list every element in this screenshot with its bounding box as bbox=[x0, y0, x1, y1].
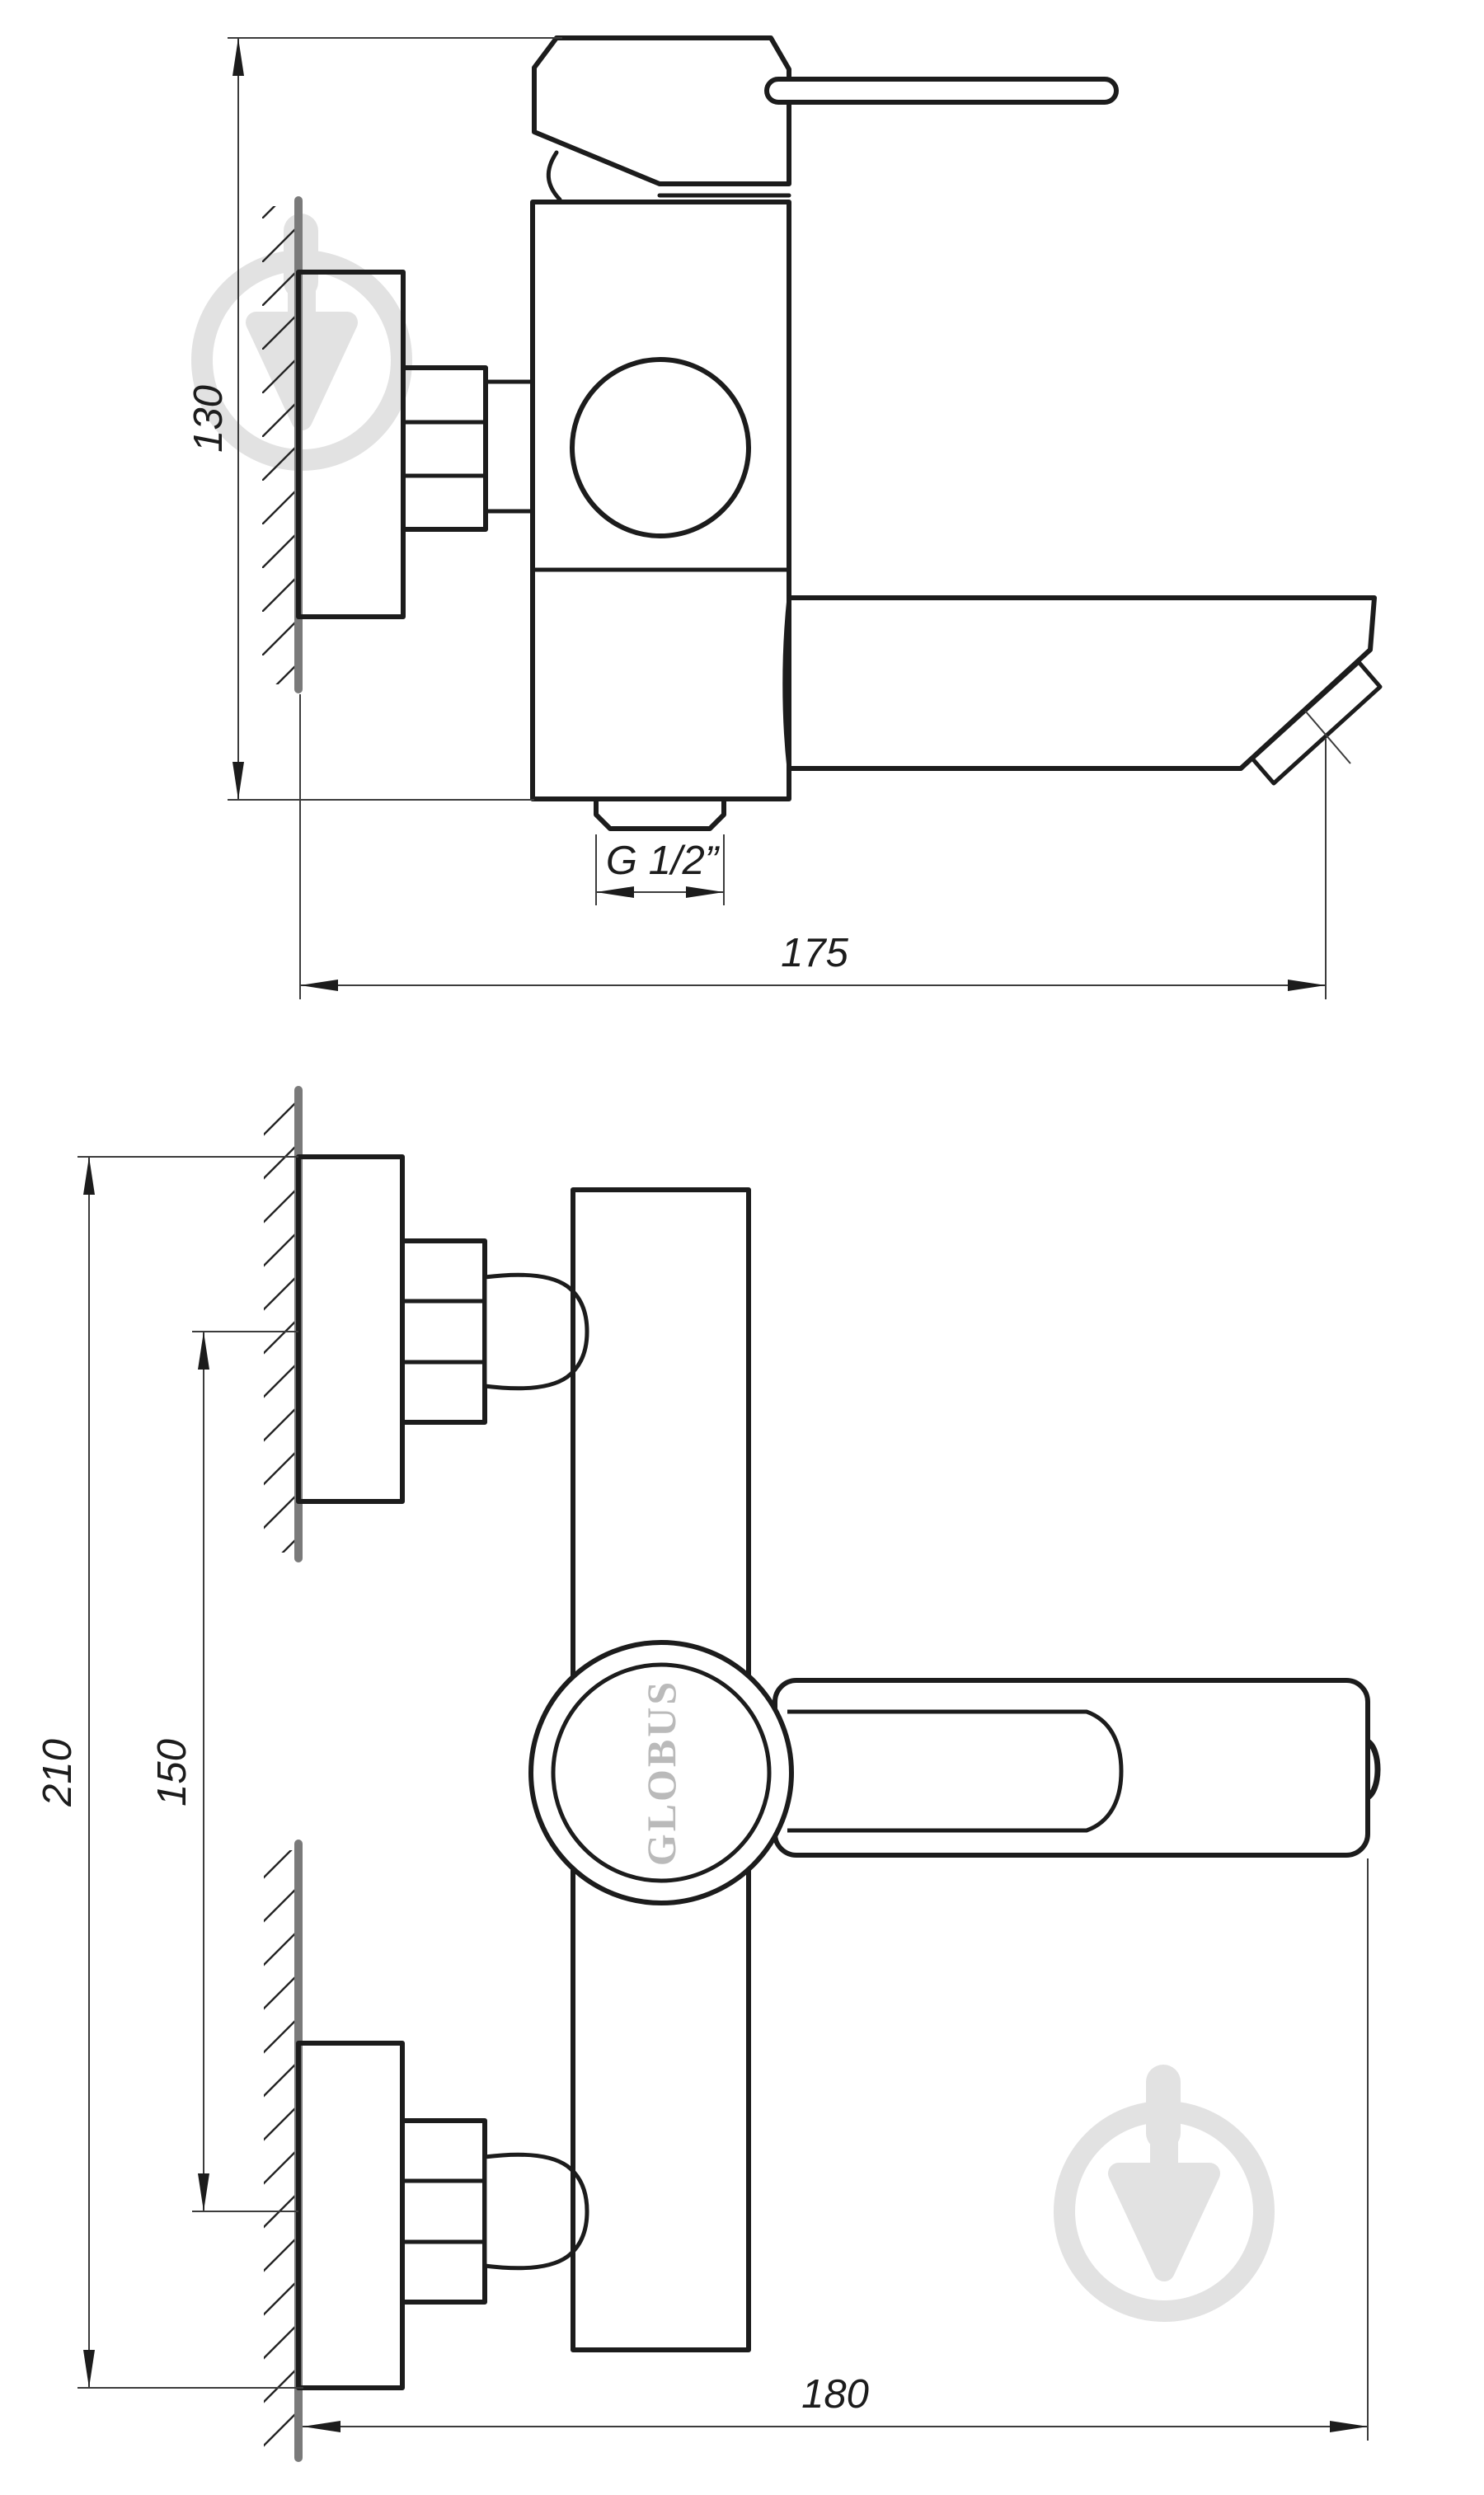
escutcheon-plate bbox=[296, 1154, 405, 1504]
spout bbox=[782, 595, 1383, 786]
dimension-width-180: 180 bbox=[303, 1858, 1369, 2441]
handle-lever bbox=[764, 77, 1119, 105]
front-view: GLOBUS 210 150 180 bbox=[35, 1086, 1381, 2462]
wall-hatching bbox=[262, 206, 294, 684]
inlet-spacing-label: 150 bbox=[150, 1739, 195, 1807]
hex-nut bbox=[400, 2118, 487, 2305]
dimension-reach-175: 175 bbox=[299, 694, 1327, 999]
mounting-span-label: 210 bbox=[35, 1739, 80, 1807]
lever-inlay bbox=[787, 1709, 1124, 1833]
dimension-span-210: 210 bbox=[35, 1156, 303, 2389]
eccentric-connector bbox=[482, 2152, 589, 2271]
thread-stub bbox=[594, 796, 726, 831]
height-label: 130 bbox=[186, 385, 231, 453]
hex-nut bbox=[401, 365, 488, 532]
handle-cap-circle bbox=[570, 357, 751, 538]
faucet-body bbox=[530, 200, 791, 801]
handle-cap-inner-ring bbox=[551, 1662, 772, 1883]
dimension-thread: G 1/2” bbox=[595, 834, 725, 905]
reach-label: 175 bbox=[781, 931, 849, 975]
wall-hatching bbox=[264, 1850, 294, 2452]
handle-cap-circle bbox=[528, 1640, 794, 1905]
dimension-inlets-150: 150 bbox=[150, 1331, 298, 2212]
side-view: G 1/2” 130 175 bbox=[186, 35, 1383, 999]
wall-hatching bbox=[264, 1097, 294, 1553]
globus-watermark-icon bbox=[1064, 2065, 1264, 2311]
thread-label: G 1/2” bbox=[606, 839, 721, 883]
escutcheon-plate bbox=[296, 2041, 405, 2390]
cartridge-dome bbox=[546, 150, 562, 202]
hex-nut bbox=[400, 1238, 487, 1425]
spout-tip-bump bbox=[1365, 1739, 1381, 1800]
handle-brand-text: GLOBUS bbox=[638, 1680, 684, 1866]
handle-head bbox=[532, 35, 791, 186]
width-label: 180 bbox=[801, 2372, 869, 2417]
dimension-height-130: 130 bbox=[186, 37, 562, 801]
connector-pipe bbox=[483, 379, 535, 514]
eccentric-connector bbox=[482, 1272, 589, 1391]
